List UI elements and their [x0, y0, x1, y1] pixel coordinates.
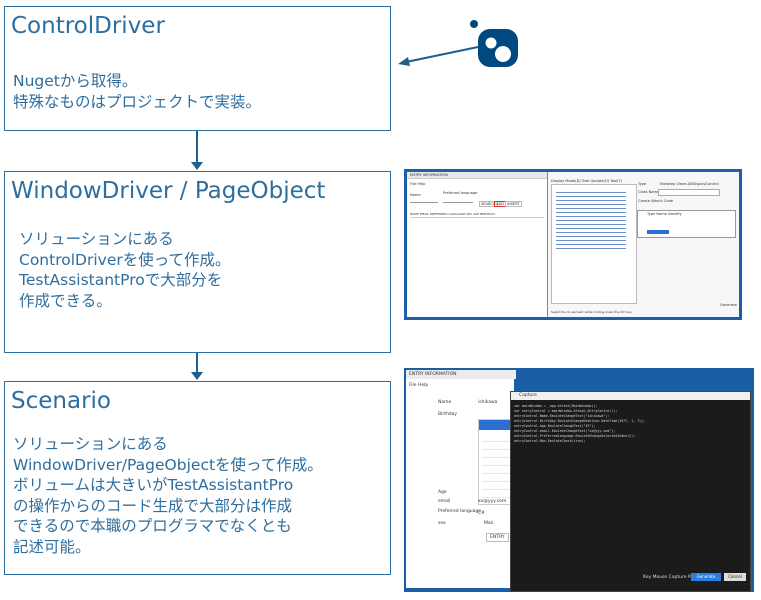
attach-grid-header: Type Name Identify — [647, 212, 682, 216]
entry-window-title: ENTRY INFORMATION — [410, 173, 448, 177]
box-text-window-driver: ソリューションにある ControlDriverを使って作成。 TestAssi… — [19, 230, 231, 310]
analyzer-window-mock: Display Mode(D) Tree Update(U) Tool(T) T… — [548, 172, 739, 317]
label-sex: sex — [438, 521, 446, 526]
entry-button: ENTRY — [486, 533, 509, 542]
box-title-window-driver: WindowDriver / PageObject — [11, 178, 326, 204]
tree-lines — [556, 189, 626, 249]
language-value: C# — [478, 511, 485, 516]
language-label: Preferred language — [443, 191, 478, 195]
connector-arrowhead-1 — [191, 162, 203, 170]
box-text-control-driver: Nugetから取得。 特殊なものはプロジェクトで実装。 — [13, 72, 262, 111]
entry-window-mock: ENTRY INFORMATION File Help Name Preferr… — [407, 172, 548, 317]
analyzer-tabs: Display Mode(D) Tree Update(U) Tool(T) — [551, 179, 623, 183]
name-label: Name — [410, 193, 421, 197]
label-age: Age — [438, 490, 447, 495]
screenshot-capture: ENTRY INFORMATION File Help Name ishikaw… — [404, 368, 754, 592]
generate-button: Generate — [720, 303, 737, 307]
generate-button-capture: Generate — [691, 573, 721, 581]
connector-arrow-2 — [196, 353, 198, 373]
entry-info-window-mock: ENTRY INFORMATION File Help Name ishikaw… — [406, 370, 518, 588]
box-text-scenario: ソリューションにある WindowDriver/PageObjectを使って作成… — [13, 435, 323, 556]
type-value: Ewestep Views.AllDisplayControl — [660, 182, 719, 186]
entry-window-menu: File Help — [410, 182, 426, 186]
grid-divider — [410, 217, 544, 218]
key-mouse-capture-checkbox: Key Mouse Capture Mode — [643, 575, 701, 580]
entry-info-menu: File Help — [409, 383, 429, 388]
box-title-control-driver: ControlDriver — [11, 13, 165, 39]
type-label: Type — [638, 182, 647, 186]
calendar-header — [479, 420, 517, 430]
cancel-button-capture: Cancel — [724, 573, 746, 581]
scenario-box: Scenario ソリューションにある WindowDriver/PageObj… — [4, 381, 391, 575]
control-driver-box: ControlDriver Nugetから取得。 特殊なものはプロジェクトで実装… — [4, 6, 391, 131]
entry-window-titlebar — [407, 172, 547, 179]
window-driver-box: WindowDriver / PageObject ソリューションにある Con… — [4, 171, 391, 353]
screenshot-ui-analyzer: ENTRY INFORMATION File Help Name Preferr… — [404, 169, 742, 320]
status-text: Select the UI element while holding down… — [551, 310, 632, 314]
generated-code: var mainWindow = _app.Attach_MainWindow(… — [514, 404, 646, 443]
class-name-input — [658, 189, 720, 196]
connector-arrowhead-2 — [191, 372, 203, 380]
entry-info-titlebar — [406, 370, 516, 379]
label-language: Preferred language — [438, 509, 482, 514]
name-input — [410, 198, 438, 203]
search-button: SEARCH — [479, 201, 498, 207]
label-name: Name — [438, 400, 452, 405]
email-value: xx@yyy.com — [478, 499, 507, 504]
connector-arrow-1 — [196, 131, 198, 163]
capture-title: Capture — [519, 393, 537, 398]
calendar-days — [482, 434, 514, 500]
label-birthday: Birthday — [438, 412, 458, 417]
sex-radio-man: Man — [484, 521, 494, 526]
create-attach-checkbox: Create Attach Code — [638, 199, 674, 203]
nuget-logo-icon — [463, 17, 523, 69]
grid-columns: NAME EMAIL PREFERRED LANGUAGE SEX AGE BI… — [410, 212, 496, 216]
label-email: email — [438, 499, 451, 504]
box-title-scenario: Scenario — [11, 388, 111, 414]
class-name-label: Class Name — [638, 190, 660, 194]
name-value: ishikawa — [478, 400, 498, 405]
entry-info-title: ENTRY INFORMATION — [409, 372, 457, 377]
capture-window-mock: Capture var mainWindow = _app.Attach_Mai… — [510, 391, 751, 592]
language-select — [443, 198, 473, 203]
capture-titlebar — [511, 392, 750, 400]
control-tree — [551, 184, 637, 304]
nuget-arrow — [398, 46, 479, 66]
insert-button: INSERT — [505, 201, 522, 207]
attach-grid: Type Name Identify — [637, 210, 736, 238]
attach-grid-selected-row — [647, 230, 669, 234]
